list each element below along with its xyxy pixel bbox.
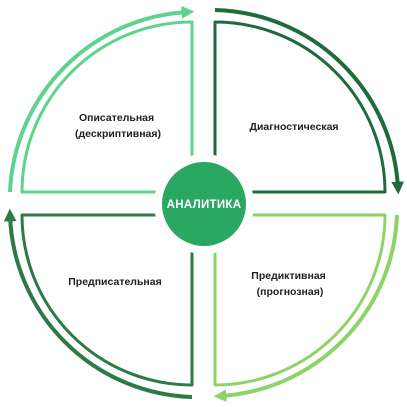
cycle-arrows <box>3 5 405 403</box>
hub-circle <box>162 162 246 246</box>
label-prescriptive: Предписательная <box>68 276 162 288</box>
quadrant-bottom-right <box>213 213 387 387</box>
label-predictive: Предиктивная (прогнозная) <box>251 270 328 298</box>
analytics-hub: АНАЛИТИКА <box>154 154 254 254</box>
label-diagnostic: Диагностическая <box>249 121 338 133</box>
arrow-top-right <box>214 8 405 195</box>
quadrant-top-left <box>20 20 194 194</box>
arrow-top-left <box>8 5 195 193</box>
arrow-bottom-left <box>3 208 193 399</box>
label-descriptive: Описательная (дескриптивная) <box>75 112 161 140</box>
quadrant-bottom-left <box>20 213 194 387</box>
quadrant-top-right <box>213 20 387 194</box>
quadrant-panels <box>20 20 387 387</box>
arrow-bottom-right <box>213 214 399 403</box>
hub-label: АНАЛИТИКА <box>167 199 242 211</box>
